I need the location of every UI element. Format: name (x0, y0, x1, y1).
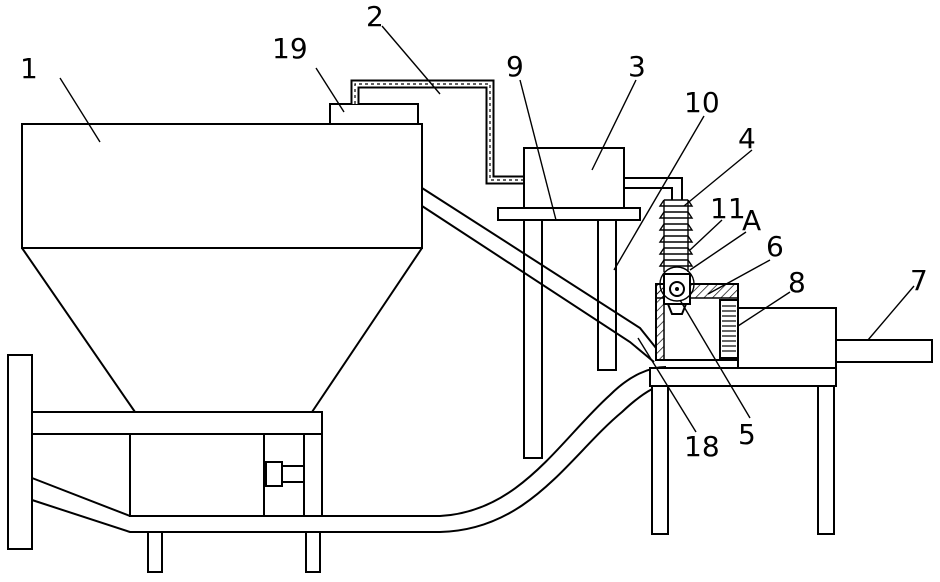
bellows (660, 200, 692, 272)
callout-7: 7 (910, 264, 928, 297)
callout-6: 6 (766, 230, 784, 263)
coupling-block (266, 462, 282, 486)
outlet-pipe (836, 340, 932, 362)
blower-outlet-pipe (624, 178, 682, 200)
callout-2: 2 (366, 0, 384, 33)
callout-18: 18 (684, 430, 720, 463)
hopper-top-box (330, 104, 418, 124)
conveying-tube (32, 367, 666, 516)
table-leg-left (652, 386, 668, 534)
left-flange (8, 355, 32, 549)
callout-10: 10 (684, 86, 720, 119)
support-plate (498, 208, 640, 220)
base-leg-right (306, 532, 320, 572)
callout-4: 4 (738, 122, 756, 155)
table-leg-right (818, 386, 834, 534)
callout-19: 19 (272, 32, 308, 65)
callout-9: 9 (506, 50, 524, 83)
callout-11: 11 (710, 192, 746, 225)
callout-5: 5 (738, 418, 756, 451)
callout-a: A (742, 204, 761, 237)
callout-1: 1 (20, 52, 38, 85)
table-top (650, 368, 836, 386)
hopper-body (22, 124, 422, 248)
support-column-right (598, 220, 616, 370)
motor-housing (130, 434, 322, 516)
base-frame-top (32, 412, 322, 434)
filter-screen (720, 300, 738, 358)
callout-8: 8 (788, 266, 806, 299)
base-leg-left (148, 532, 162, 572)
hopper-cone (22, 248, 422, 412)
blower-box (524, 148, 624, 208)
callout-3: 3 (628, 50, 646, 83)
